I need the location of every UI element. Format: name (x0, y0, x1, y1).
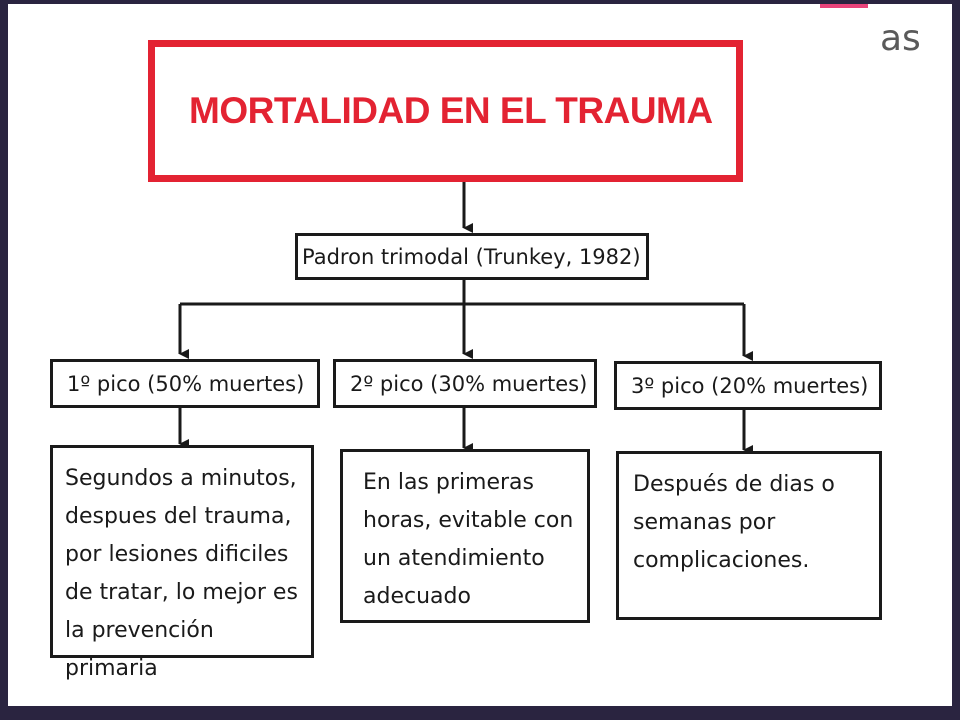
trimodal-label: Padron trimodal (Trunkey, 1982) (302, 244, 641, 269)
description-3: Después de dias o semanas por complicaci… (633, 472, 835, 573)
peak-box-1: 1º pico (50% muertes) (50, 359, 320, 408)
description-box-2: En las primeras horas, evitable con un a… (340, 449, 590, 623)
accent-tab (820, 4, 868, 8)
description-box-1: Segundos a minutos, despues del trauma, … (50, 445, 314, 681)
connector-lines (178, 178, 753, 455)
description-box-3: Después de dias o semanas por complicaci… (616, 451, 882, 620)
peak-box-2: 2º pico (30% muertes) (333, 359, 597, 408)
peak-label-2: 2º pico (30% muertes) (350, 371, 588, 396)
peak-box-3: 3º pico (20% muertes) (614, 361, 882, 410)
diagram-title: MORTALIDAD EN EL TRAUMA (189, 90, 713, 131)
corner-text: as (880, 18, 921, 59)
description-2: En las primeras horas, evitable con un a… (363, 470, 574, 609)
peak-label-3: 3º pico (20% muertes) (631, 373, 869, 398)
title-box: MORTALIDAD EN EL TRAUMA (148, 40, 743, 182)
peak-label-1: 1º pico (50% muertes) (67, 371, 305, 396)
slide-canvas: as MORTALIDAD EN EL TRAUMA Padron trimod… (8, 4, 952, 706)
trimodal-box: Padron trimodal (Trunkey, 1982) (295, 233, 649, 280)
description-1: Segundos a minutos, despues del trauma, … (65, 466, 298, 681)
